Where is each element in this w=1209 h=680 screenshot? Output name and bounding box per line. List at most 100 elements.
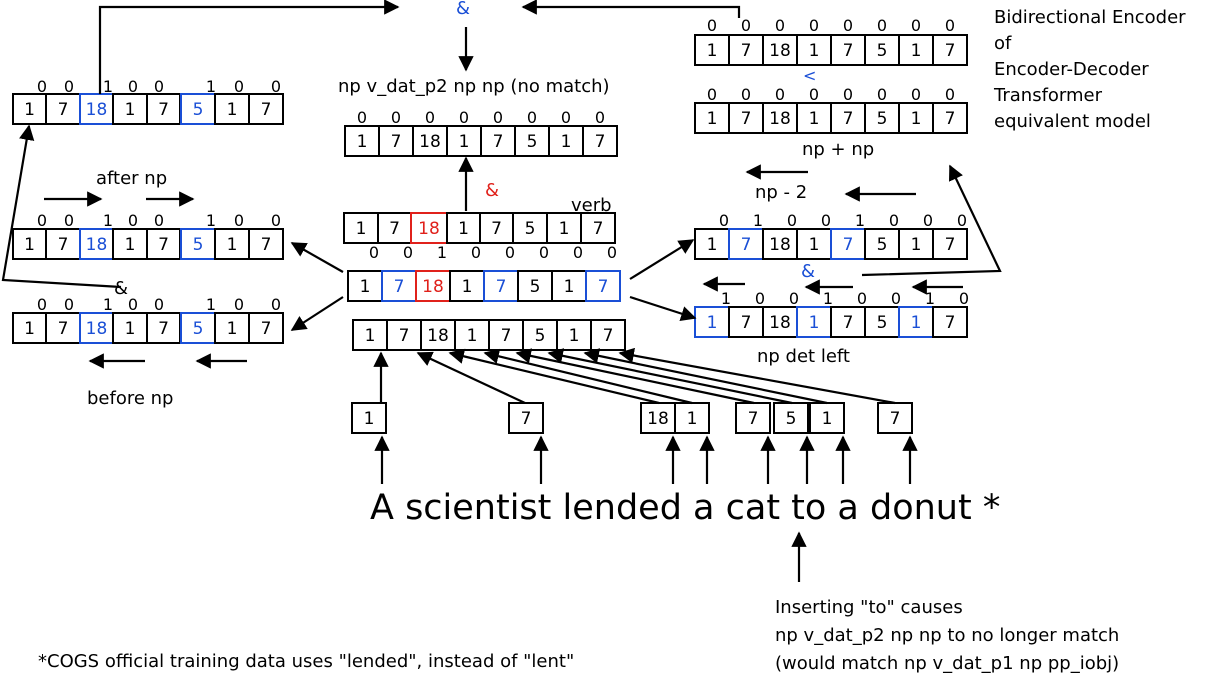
before-np-cell-value: 7 [58,319,69,339]
arrow-center-to-before-np [290,296,344,331]
top-left-cell-value: 18 [86,100,108,120]
base-cell [420,319,456,351]
title-line-1: Bidirectional Encoder [994,7,1186,28]
np-minus-2-cell-value: 1 [707,235,718,255]
np-det-left-flag: 0 [789,289,799,308]
verb-flag: 0 [471,243,481,262]
input-token-box [877,402,913,434]
center-cell-value: 7 [394,277,405,297]
after-np-cell-value: 1 [24,235,35,255]
result-cell-value: 18 [419,132,441,152]
verb-cell [446,212,481,244]
before-np-flag: 0 [154,295,164,314]
np-plus-np-top-cell [796,34,832,66]
top-left-cell-value: 7 [158,100,169,120]
base-cell-value: 1 [467,326,478,346]
np-plus-np-top-flag: 0 [707,16,717,35]
np-det-left-cell-value: 7 [945,313,956,333]
input-token-value: 7 [890,409,901,429]
base-cell-value: 7 [501,326,512,346]
top-left-cell-value: 1 [125,100,136,120]
before-np-flag: 0 [271,295,281,314]
after-np-cell-value: 1 [227,235,238,255]
np-plus-np-top-cell-value: 1 [911,41,922,61]
label-no-match: np v_dat_p2 np np (no match) [338,76,610,97]
before-np-cell [146,312,181,344]
result-cell-value: 1 [459,132,470,152]
np-plus-np-top-flag: 0 [775,16,785,35]
np-plus-np-bottom-flag: 0 [911,85,921,104]
input-token-value: 1 [687,409,698,429]
after-np-flag: 0 [128,211,138,230]
input-token-box [809,402,845,434]
center-cell-value: 1 [360,277,371,297]
result-flag: 0 [527,108,537,127]
np-plus-np-top-cell-value: 7 [741,41,752,61]
after-np-cell-value: 7 [58,235,69,255]
before-np-cell [12,312,47,344]
np-plus-np-top-cell-value: 18 [769,41,791,61]
result-cell-value: 5 [527,132,538,152]
np-plus-np-top-flag: 0 [877,16,887,35]
np-plus-np-top-cell [932,34,968,66]
np-minus-2-cell [830,228,866,260]
np-minus-2-flag: 0 [923,211,933,230]
top-left-cell [45,93,81,125]
np-det-left-cell-value: 18 [769,313,791,333]
before-np-flag: 0 [64,295,74,314]
np-minus-2-flag: 1 [855,211,865,230]
base-cell [556,319,592,351]
after-np-flag: 0 [154,211,164,230]
result-cell-value: 7 [595,132,606,152]
result-cell-value: 1 [357,132,368,152]
result-flag: 0 [357,108,367,127]
top-left-cell [12,93,47,125]
verb-cell-value: 1 [559,219,570,239]
np-minus-2-cell-value: 7 [945,235,956,255]
before-np-cell-value: 1 [24,319,35,339]
after-np-cell-value: 7 [261,235,272,255]
verb-flag: 0 [369,243,379,262]
note-line-3: (would match np v_dat_p1 np pp_iobj) [775,653,1119,674]
np-plus-np-top-flag: 0 [911,16,921,35]
input-token-box [351,402,387,434]
verb-cell-value: 18 [418,219,440,239]
np-plus-np-top-cell-value: 7 [843,41,854,61]
np-minus-2-cell-value: 7 [843,235,854,255]
top-left-flag: 0 [37,77,47,96]
verb-cell-value: 1 [356,219,367,239]
center-cell [517,270,553,302]
before-np-cell-value: 1 [227,319,238,339]
label-after-np: after np [96,168,167,189]
np-minus-2-flag: 0 [889,211,899,230]
base-cell-value: 18 [427,326,449,346]
before-np-cell-value: 18 [86,319,108,339]
after-np-flag: 0 [64,211,74,230]
result-cell-value: 1 [561,132,572,152]
np-plus-np-bottom-cell-value: 7 [741,109,752,129]
base-cell-value: 1 [569,326,580,346]
np-plus-np-top-cell [864,34,900,66]
verb-flag: 0 [505,243,515,262]
title-line-2: of [994,33,1012,54]
np-plus-np-bottom-flag: 0 [843,85,853,104]
result-cell [378,125,414,157]
amp-verb: & [485,180,499,201]
after-np-cell-value: 7 [158,235,169,255]
input-token-value: 1 [364,409,375,429]
np-plus-np-bottom-cell-value: 1 [809,109,820,129]
base-cell-value: 7 [399,326,410,346]
before-np-cell [248,312,284,344]
before-np-flag: 0 [234,295,244,314]
before-np-cell-value: 5 [193,319,204,339]
base-cell [590,319,626,351]
